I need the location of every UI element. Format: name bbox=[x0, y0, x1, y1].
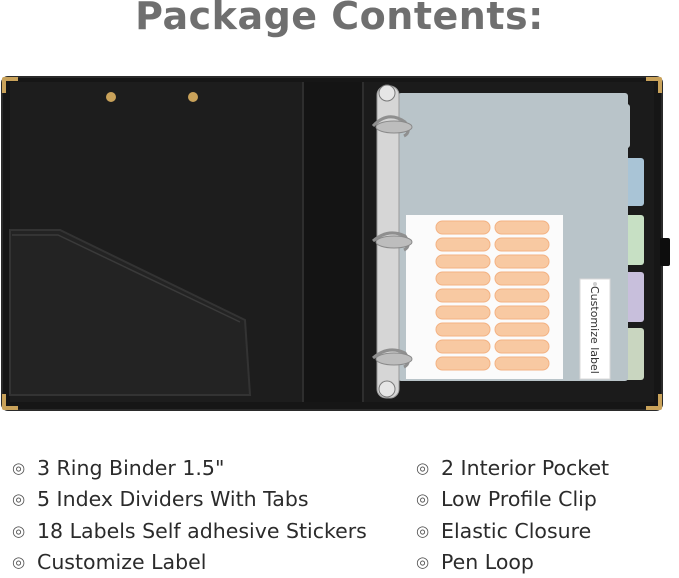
ring-lever-icon bbox=[379, 85, 395, 101]
double-circle-icon: ◎ bbox=[416, 553, 437, 571]
double-circle-icon: ◎ bbox=[416, 490, 437, 508]
feature-text: Customize Label bbox=[37, 550, 206, 574]
feature-text: 18 Labels Self adhesive Stickers bbox=[37, 519, 367, 543]
double-circle-icon: ◎ bbox=[12, 490, 33, 508]
double-circle-icon: ◎ bbox=[12, 522, 33, 540]
features-right-column: ◎ 2 Interior Pocket ◎ Low Profile Clip ◎… bbox=[416, 452, 609, 578]
binder-spine bbox=[302, 82, 364, 402]
clip-rivet-icon bbox=[188, 92, 198, 102]
elastic-closure bbox=[660, 238, 670, 266]
feature-item: ◎ Elastic Closure bbox=[416, 515, 609, 547]
features-left-column: ◎ 3 Ring Binder 1.5" ◎ 5 Index Dividers … bbox=[12, 452, 367, 578]
feature-text: 3 Ring Binder 1.5" bbox=[37, 456, 224, 480]
feature-text: Elastic Closure bbox=[441, 519, 591, 543]
double-circle-icon: ◎ bbox=[12, 553, 33, 571]
binder-product-image: Customize label bbox=[0, 70, 679, 415]
double-circle-icon: ◎ bbox=[12, 459, 33, 477]
double-circle-icon: ◎ bbox=[416, 459, 437, 477]
feature-text: Low Profile Clip bbox=[441, 487, 597, 511]
page-title: Package Contents: bbox=[0, 0, 679, 38]
double-circle-icon: ◎ bbox=[416, 522, 437, 540]
feature-item: ◎ 5 Index Dividers With Tabs bbox=[12, 484, 367, 516]
feature-text: 2 Interior Pocket bbox=[441, 456, 609, 480]
feature-item: ◎ Customize Label bbox=[12, 547, 367, 578]
feature-text: 5 Index Dividers With Tabs bbox=[37, 487, 309, 511]
clip-rivet-icon bbox=[106, 92, 116, 102]
feature-item: ◎ 18 Labels Self adhesive Stickers bbox=[12, 515, 367, 547]
feature-item: ◎ Pen Loop bbox=[416, 547, 609, 578]
feature-item: ◎ Low Profile Clip bbox=[416, 484, 609, 516]
feature-text: Pen Loop bbox=[441, 550, 534, 574]
ring-lever-icon bbox=[379, 381, 395, 397]
feature-item: ◎ 3 Ring Binder 1.5" bbox=[12, 452, 367, 484]
customize-label-text: Customize label bbox=[588, 286, 601, 374]
feature-item: ◎ 2 Interior Pocket bbox=[416, 452, 609, 484]
